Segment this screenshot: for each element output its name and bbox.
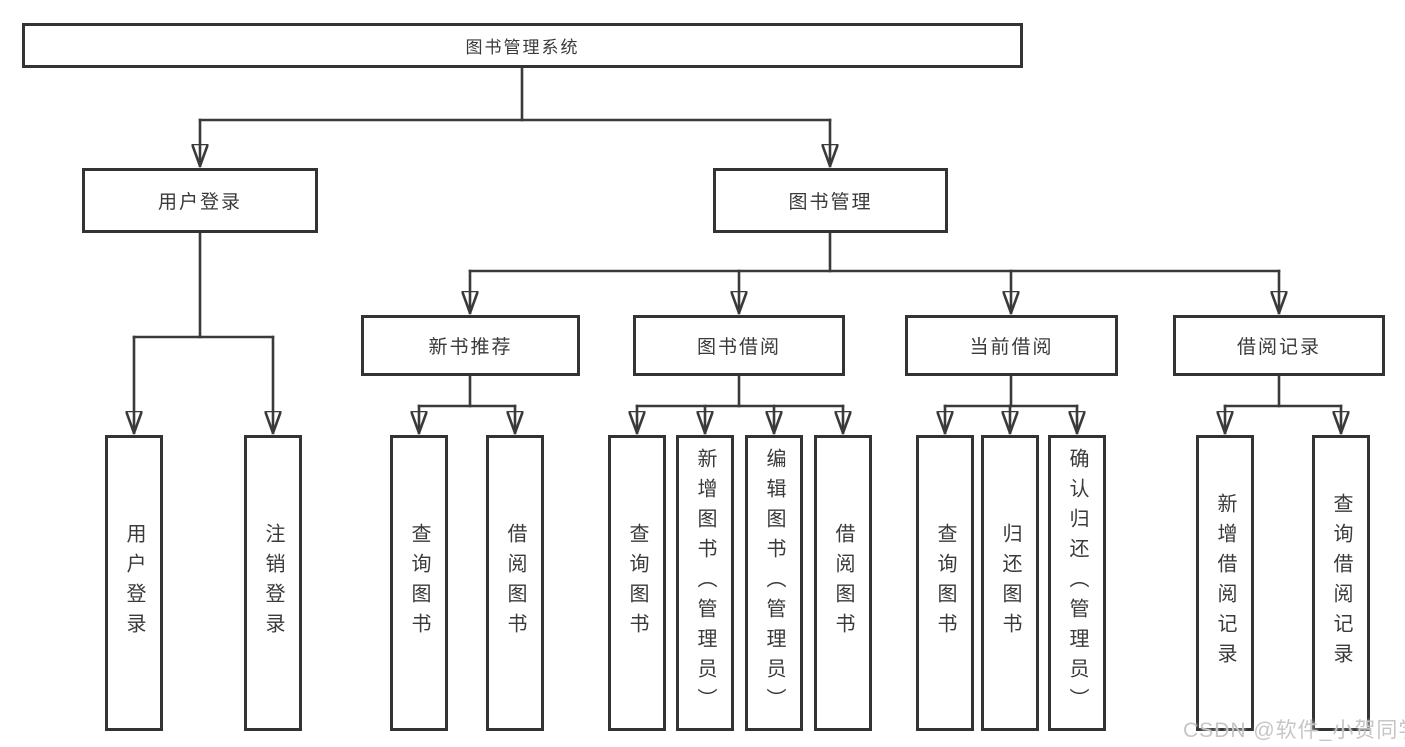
leaf-query-books-current: 查询图书 [916,435,974,731]
connector-borrow-records-to-children [1225,374,1341,435]
leaf-edit-book-admin: 编辑图书（管理员） [745,435,803,731]
connector-book-mgmt-to-level3 [470,231,1279,315]
leaf-add-book-admin: 新增图书（管理员） [676,435,734,731]
connector-new-book-rec-to-children [419,374,515,435]
leaf-query-books-borrow: 查询图书 [608,435,666,731]
node-book-mgmt: 图书管理 [713,168,948,233]
node-borrow-records: 借阅记录 [1173,315,1385,376]
connector-book-borrow-to-children [637,374,843,435]
leaf-user-login: 用户登录 [105,435,163,731]
leaf-add-borrow-record-label: 新增借阅记录 [1214,493,1236,673]
node-book-mgmt-label: 图书管理 [788,192,873,213]
leaf-query-books-rec-label: 查询图书 [408,523,430,643]
leaf-logout: 注销登录 [244,435,302,731]
csdn-watermark: CSDN @软件_小贺同学 [1183,719,1405,742]
node-new-book-rec: 新书推荐 [361,315,580,376]
leaf-borrow-books-rec: 借阅图书 [486,435,544,731]
leaf-borrow-books-rec-label: 借阅图书 [504,523,526,643]
leaf-borrow-books-label: 借阅图书 [832,523,854,643]
leaf-query-books-rec: 查询图书 [390,435,448,731]
node-root-label: 图书管理系统 [465,38,580,57]
leaf-query-borrow-record-label: 查询借阅记录 [1330,493,1352,673]
leaf-query-books-current-label: 查询图书 [934,523,956,643]
leaf-add-book-admin-label: 新增图书（管理员） [694,448,716,718]
leaf-query-borrow-record: 查询借阅记录 [1312,435,1370,731]
node-book-borrow-label: 图书借阅 [696,337,781,358]
leaf-borrow-books: 借阅图书 [814,435,872,731]
connector-user-login-to-children [134,231,273,435]
leaf-confirm-return-admin-label: 确认归还（管理员） [1066,448,1088,718]
leaf-return-book-label: 归还图书 [999,523,1021,643]
node-new-book-rec-label: 新书推荐 [428,337,513,358]
leaf-confirm-return-admin: 确认归还（管理员） [1048,435,1106,731]
leaf-return-book: 归还图书 [981,435,1039,731]
leaf-user-login-label: 用户登录 [123,523,145,643]
connector-current-borrow-to-children [945,374,1077,435]
node-current-borrow: 当前借阅 [905,315,1118,376]
node-user-login: 用户登录 [82,168,318,233]
leaf-edit-book-admin-label: 编辑图书（管理员） [763,448,785,718]
leaf-query-books-borrow-label: 查询图书 [626,523,648,643]
node-root: 图书管理系统 [22,23,1023,68]
node-book-borrow: 图书借阅 [633,315,845,376]
node-current-borrow-label: 当前借阅 [969,337,1054,358]
node-user-login-label: 用户登录 [157,192,242,213]
connector-root-to-level2 [200,66,830,168]
node-borrow-records-label: 借阅记录 [1236,337,1321,358]
leaf-add-borrow-record: 新增借阅记录 [1196,435,1254,731]
leaf-logout-label: 注销登录 [262,523,284,643]
